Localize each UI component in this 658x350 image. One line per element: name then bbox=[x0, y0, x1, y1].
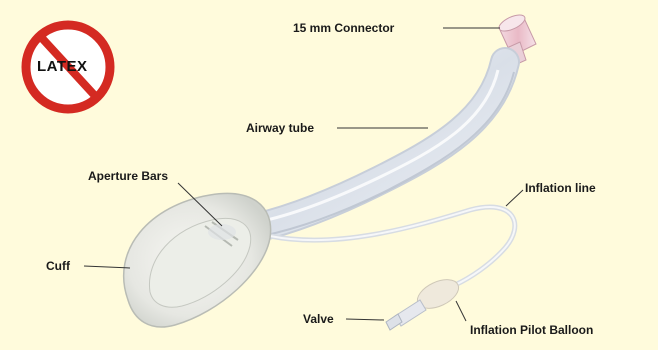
label-airway-tube: Airway tube bbox=[246, 121, 314, 135]
pilot-balloon-part bbox=[386, 274, 463, 330]
label-cuff: Cuff bbox=[46, 259, 70, 273]
latex-badge-text: LATEX bbox=[37, 58, 88, 75]
leader-valve bbox=[346, 319, 384, 320]
leader-pilot-balloon bbox=[456, 301, 466, 321]
label-15mm-connector: 15 mm Connector bbox=[293, 21, 394, 35]
cuff-part bbox=[124, 193, 271, 327]
leader-inflation-line bbox=[506, 190, 523, 206]
leader-cuff bbox=[84, 266, 130, 268]
label-valve: Valve bbox=[303, 312, 334, 326]
label-aperture-bars: Aperture Bars bbox=[88, 169, 168, 183]
label-inflation-line: Inflation line bbox=[525, 181, 596, 195]
label-inflation-pilot-balloon: Inflation Pilot Balloon bbox=[470, 323, 593, 337]
